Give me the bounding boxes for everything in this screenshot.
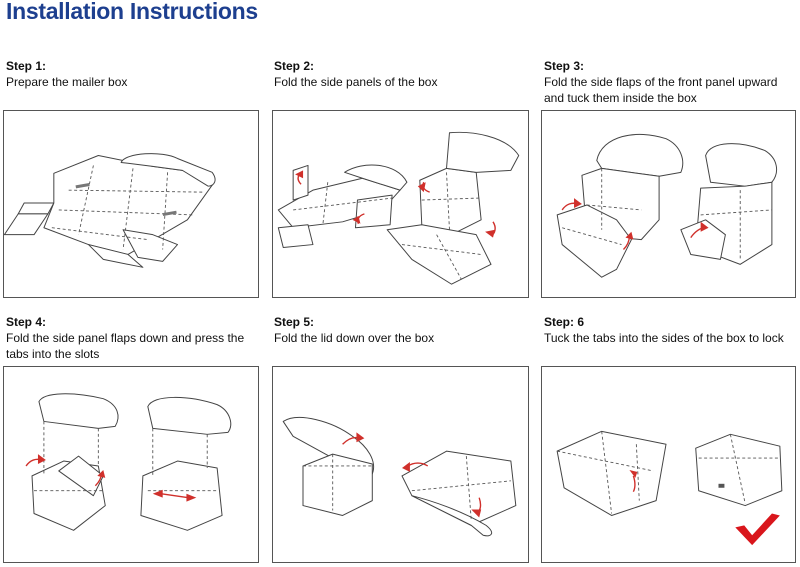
step-1-number: Step 1: [6, 58, 256, 74]
fold-flaps-press-tabs-drawing [4, 367, 258, 562]
step-4-number: Step 4: [6, 314, 266, 330]
step-4-illustration [3, 366, 259, 563]
fold-side-panels-drawing [273, 111, 528, 297]
checkmark-icon [735, 513, 780, 545]
step-3-label: Step 3: Fold the side flaps of the front… [544, 58, 798, 106]
step-5-number: Step 5: [274, 314, 529, 330]
step-3-text: Fold the side flaps of the front panel u… [544, 75, 777, 105]
step-5-text: Fold the lid down over the box [274, 331, 434, 345]
tuck-front-flaps-drawing [542, 111, 795, 297]
step-6-number: Step: 6 [544, 314, 798, 330]
flat-box-blank-drawing [4, 111, 258, 297]
step-1-text: Prepare the mailer box [6, 75, 127, 89]
step-2-label: Step 2: Fold the side panels of the box [274, 58, 529, 90]
step-6-text: Tuck the tabs into the sides of the box … [544, 331, 784, 345]
step-2-number: Step 2: [274, 58, 529, 74]
step-4-text: Fold the side panel flaps down and press… [6, 331, 244, 361]
step-3-number: Step 3: [544, 58, 798, 74]
step-6-illustration [541, 366, 796, 563]
step-1-label: Step 1: Prepare the mailer box [6, 58, 256, 90]
step-2-illustration [272, 110, 529, 298]
page-title: Installation Instructions [6, 0, 258, 25]
step-3-illustration [541, 110, 796, 298]
fold-lid-down-drawing [273, 367, 528, 562]
step-6-label: Step: 6 Tuck the tabs into the sides of … [544, 314, 798, 346]
tuck-tabs-lock-drawing [542, 367, 795, 562]
step-1-illustration [3, 110, 259, 298]
step-5-label: Step 5: Fold the lid down over the box [274, 314, 529, 346]
step-5-illustration [272, 366, 529, 563]
step-4-label: Step 4: Fold the side panel flaps down a… [6, 314, 266, 362]
step-2-text: Fold the side panels of the box [274, 75, 437, 89]
